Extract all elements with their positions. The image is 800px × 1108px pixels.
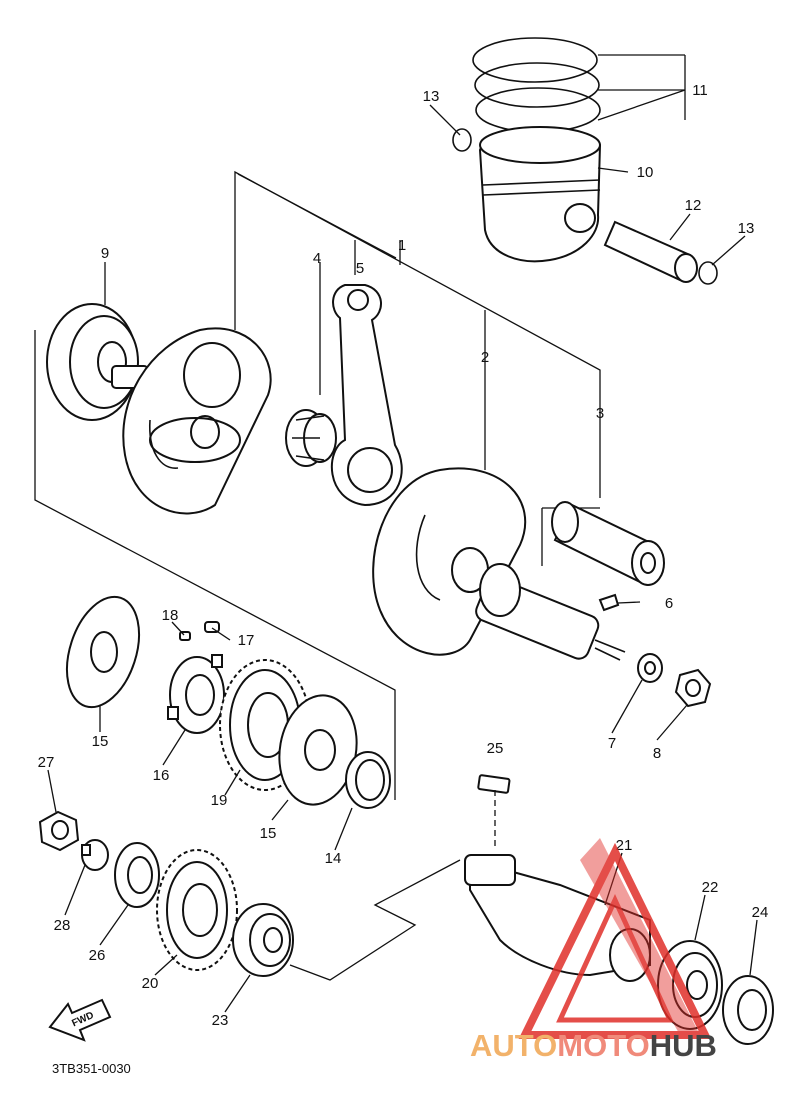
watermark-text: AUTOMOTOHUB [470,1028,717,1063]
needle-bearing-4 [285,409,337,467]
spring-17 [204,621,220,633]
label-14: 14 [325,850,342,867]
label-24: 24 [752,904,769,921]
label-22: 22 [702,879,719,896]
connecting-rod-5 [331,284,403,507]
label-19: 19 [211,792,228,809]
label-15b: 15 [260,825,277,842]
watermark-logo-icon [518,838,712,1039]
part-number-labels: 1 2 3 4 5 6 7 8 9 10 11 12 13 13 14 15 1… [38,82,769,1029]
nut-27 [38,810,80,852]
label-9: 9 [101,245,109,262]
circlip-13a [452,128,472,152]
label-3: 3 [596,405,604,422]
label-15a: 15 [92,733,109,750]
fwd-arrow-icon: FWD [48,998,112,1042]
balancer-shaft-21 [464,854,651,982]
crank-pin-3 [551,501,665,586]
washer-7 [637,653,663,683]
label-13a: 13 [423,88,440,105]
plate-15-right [278,694,358,806]
label-1: 1 [398,237,406,254]
assembly-bracket-lines [34,170,601,800]
label-17: 17 [238,632,255,649]
label-10: 10 [637,164,654,181]
label-28: 28 [54,917,71,934]
watermark-auto: AUTO [470,1028,557,1063]
label-4: 4 [313,250,321,267]
lock-washer-28 [81,839,109,871]
washer-14 [345,751,391,809]
label-12: 12 [685,197,702,214]
label-5: 5 [356,260,364,277]
label-27: 27 [38,754,55,771]
piston-10 [478,126,602,263]
label-8: 8 [653,745,661,762]
leader-lines [47,54,758,1013]
crank-web-left [111,327,272,515]
washer-26 [114,842,160,908]
label-18: 18 [162,607,179,624]
key-6 [598,593,620,612]
connector-line-23-21 [289,859,461,981]
label-20: 20 [142,975,159,992]
nut-8 [674,668,712,708]
oil-seal-24 [722,975,774,1045]
watermark-hub: HUB [650,1028,717,1063]
figure-code: 3TB351-0030 [52,1061,131,1076]
piston-rings-11 [472,37,601,133]
bearing-23 [232,903,294,977]
label-26: 26 [89,947,106,964]
label-16: 16 [153,767,170,784]
svg-text:AUTOMOTOHUB: AUTOMOTOHUB [470,1028,717,1063]
label-13b: 13 [738,220,755,237]
label-11: 11 [692,82,708,99]
circlip-13b [698,261,718,285]
piston-pin-12 [603,220,698,283]
label-25: 25 [487,740,504,757]
watermark-moto: MOTO [557,1028,649,1063]
bearing-9 [46,303,139,421]
crank-web-right [372,467,626,661]
label-6: 6 [665,595,673,612]
label-7: 7 [608,735,616,752]
label-2: 2 [481,349,489,366]
plate-15-left [66,595,140,709]
label-23: 23 [212,1012,229,1029]
key-25 [477,774,511,794]
gear-20 [156,849,238,971]
hub-16 [167,654,225,734]
label-21: 21 [616,837,633,854]
